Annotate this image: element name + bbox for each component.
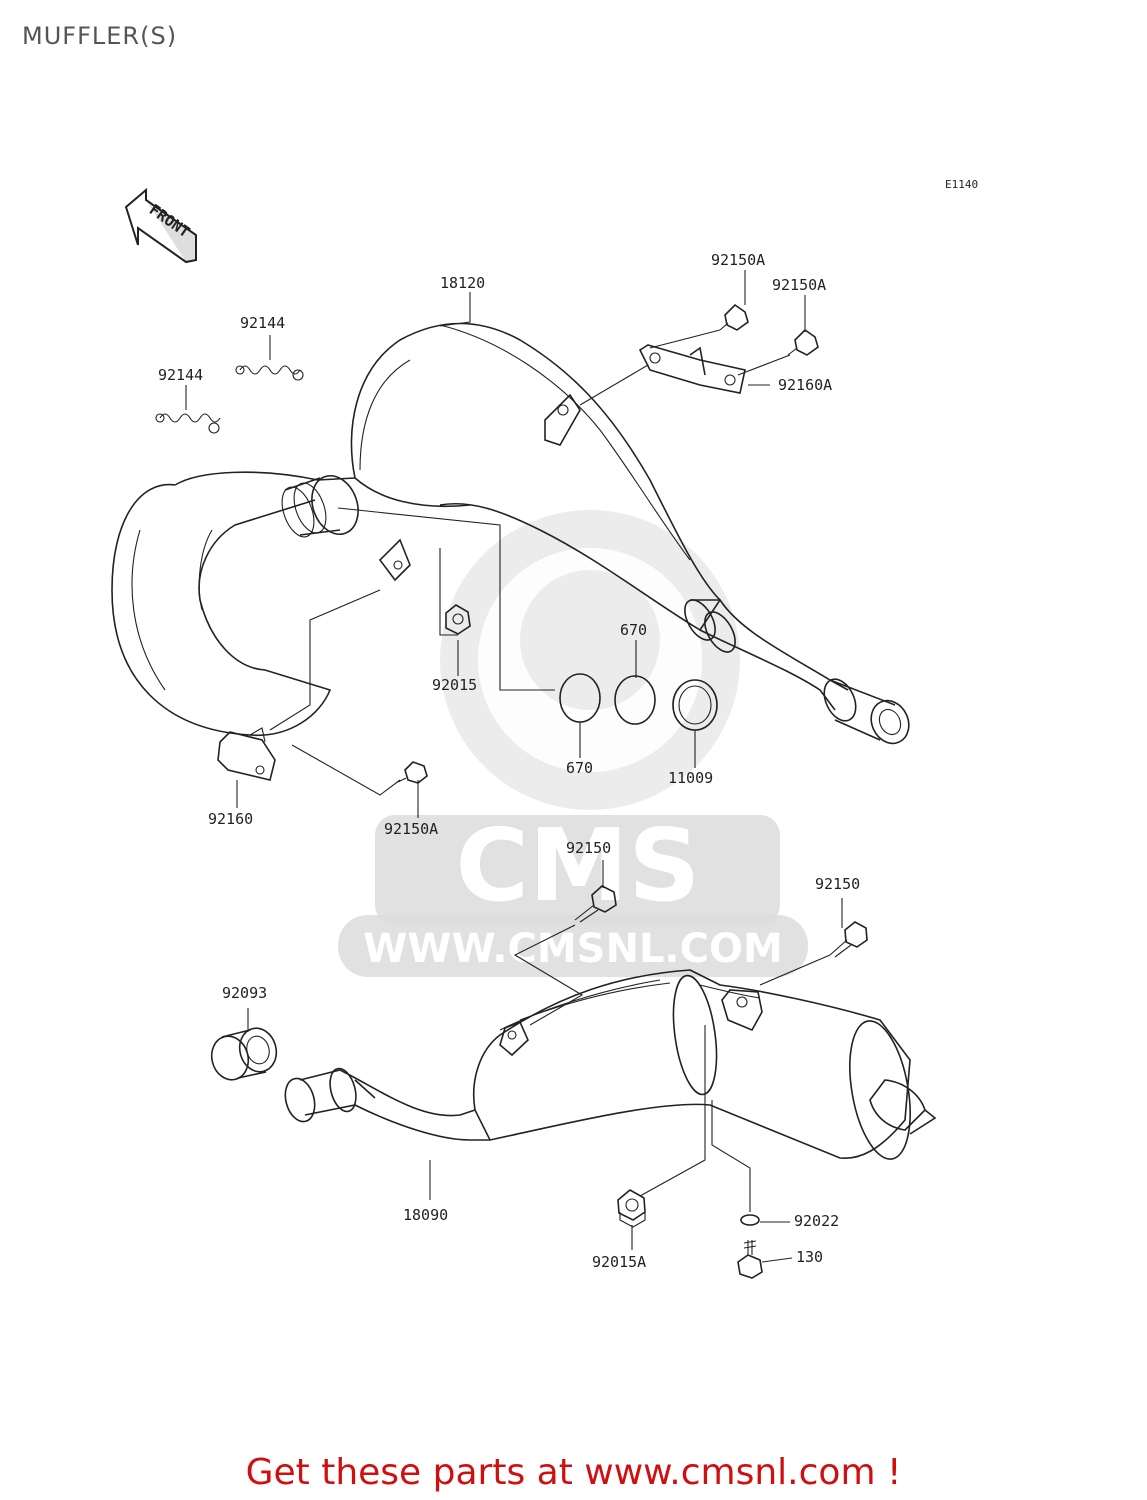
nut-icon xyxy=(617,1189,646,1228)
expansion-chamber xyxy=(111,322,910,745)
screw-icon xyxy=(737,1240,763,1279)
silencer xyxy=(284,969,937,1160)
label-92150a-top-a: 92150A xyxy=(711,251,765,269)
label-92150a-left: 92150A xyxy=(384,820,438,838)
label-18120: 18120 xyxy=(440,274,485,292)
label-92160: 92160 xyxy=(208,810,253,828)
bolt-icon xyxy=(719,303,819,356)
label-92150-mid: 92150 xyxy=(566,839,611,857)
label-670-b: 670 xyxy=(620,621,647,639)
diagram-code: E1140 xyxy=(945,178,978,191)
label-18090: 18090 xyxy=(403,1206,448,1224)
front-arrow-icon: FRONT xyxy=(124,187,197,264)
watermark-logo: CMS xyxy=(456,807,701,924)
washer xyxy=(740,1214,760,1226)
label-92015a: 92015A xyxy=(592,1253,646,1271)
label-130: 130 xyxy=(796,1248,823,1266)
nut-icon xyxy=(445,604,471,635)
label-92160a: 92160A xyxy=(778,376,832,394)
label-92144-b: 92144 xyxy=(158,366,203,384)
top-bracket xyxy=(638,344,746,394)
spring-icon xyxy=(155,365,304,434)
part-labels: 18120 92144 92144 92150A 92150A 92160A 9… xyxy=(158,251,860,1271)
label-92093: 92093 xyxy=(222,984,267,1002)
bolt-icon xyxy=(574,885,868,958)
label-11009: 11009 xyxy=(668,769,713,787)
label-92150a-top-b: 92150A xyxy=(772,276,826,294)
watermark-url: WWW.CMSNL.COM xyxy=(363,926,783,972)
label-92144-a: 92144 xyxy=(240,314,285,332)
label-92150-right: 92150 xyxy=(815,875,860,893)
bolt-icon xyxy=(397,761,428,784)
label-670-a: 670 xyxy=(566,759,593,777)
label-92015: 92015 xyxy=(432,676,477,694)
footer-link[interactable]: Get these parts at www.cmsnl.com ! xyxy=(245,1452,902,1493)
watermark: CMS WWW.CMSNL.COM xyxy=(338,510,808,977)
label-92022: 92022 xyxy=(794,1212,839,1230)
left-bracket xyxy=(217,727,276,781)
collar xyxy=(210,1027,278,1081)
o-ring-b xyxy=(614,675,656,725)
leader-lines xyxy=(185,270,843,1263)
page-title: MUFFLER(S) xyxy=(22,22,178,50)
